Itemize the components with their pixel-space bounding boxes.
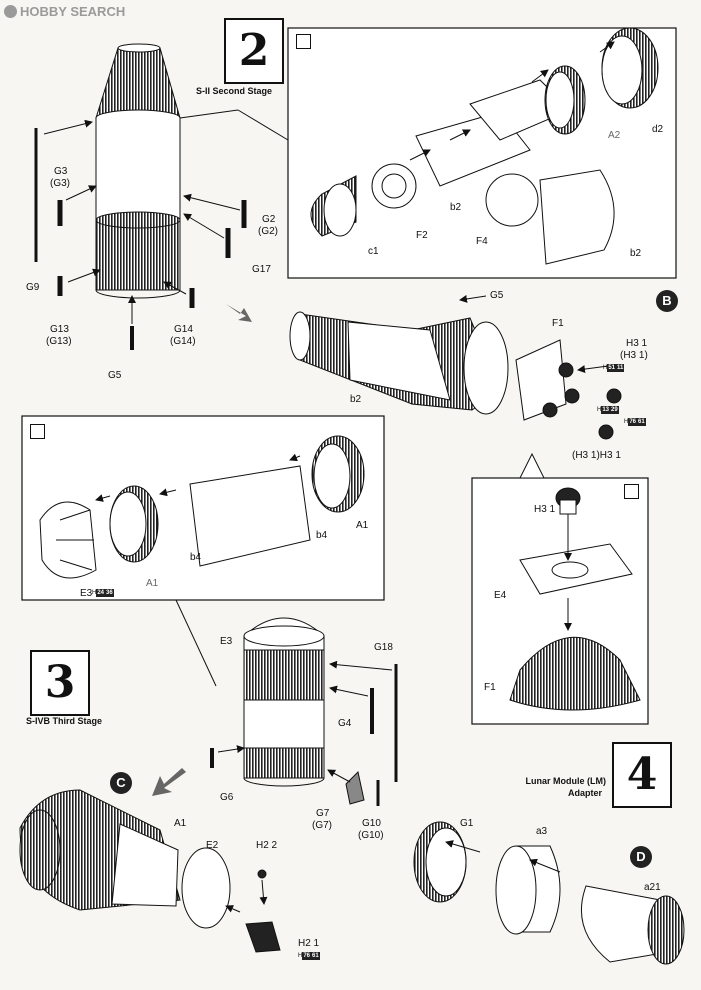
callout-d: D: [630, 846, 652, 868]
part-label: G5: [490, 290, 504, 301]
s2-arrows: [43, 119, 241, 324]
part-label: G2: [262, 214, 276, 225]
part-label: E3: [80, 588, 93, 599]
part-label: G13: [50, 324, 69, 335]
step-3-number: 3: [30, 650, 90, 716]
part-label: a3: [536, 826, 548, 837]
step-3-title: S-IVB Third Stage: [26, 716, 103, 726]
glue-pin-icon: [30, 424, 45, 439]
watermark-icon: [4, 5, 17, 18]
part-label: G6: [220, 792, 234, 803]
s2-detail-parts: [310, 27, 659, 265]
part-label: H3 1: [626, 338, 648, 349]
c-assembly: [19, 789, 281, 953]
part-label: H2 2: [256, 840, 278, 851]
part-label: G10: [362, 818, 381, 829]
next-step-arrow-1: [226, 304, 252, 322]
step-4-number: 4: [612, 742, 672, 808]
watermark-text: HOBBY SEARCH: [20, 4, 126, 19]
part-label: G7: [316, 808, 330, 819]
part-label: (G13): [46, 336, 72, 347]
part-label: (H3 1)H3 1: [572, 450, 621, 461]
part-label: (H3 1): [620, 350, 648, 361]
part-label: (G2): [258, 226, 278, 237]
step-2-title: S-II Second Stage: [196, 86, 273, 96]
part-label: G3: [54, 166, 68, 177]
part-label: a21: [644, 882, 661, 893]
part-label: E2: [206, 840, 219, 851]
step-2-number: 2: [224, 18, 284, 84]
part-label: (G10): [358, 830, 384, 841]
part-label: c1: [368, 246, 379, 257]
part-label: b4: [190, 552, 202, 563]
s3-stage-body: [210, 617, 398, 806]
part-label: A1: [356, 520, 369, 531]
part-label: d2: [652, 124, 664, 135]
part-label: (G14): [170, 336, 196, 347]
callout-c: C: [110, 772, 132, 794]
part-label: F4: [476, 236, 488, 247]
glue-pin-icon: [624, 484, 639, 499]
part-label: b4: [316, 530, 328, 541]
part-label: b2: [630, 248, 642, 259]
part-label: H3 1: [534, 504, 556, 515]
b-detail-parts: [509, 487, 641, 711]
part-label: G17: [252, 264, 271, 275]
part-label: A1: [146, 578, 159, 589]
part-label: G18: [374, 642, 393, 653]
part-label: F1: [552, 318, 564, 329]
s2-stage-body: [34, 43, 247, 350]
b-assembly: [289, 311, 622, 440]
part-label: A2: [608, 130, 621, 141]
glue-pin-icon: [296, 34, 311, 49]
part-label: G4: [338, 718, 352, 729]
part-label: G5: [108, 370, 122, 381]
part-label: E4: [494, 590, 507, 601]
step-4-title: Lunar Module (LM): [525, 776, 607, 786]
part-label: G1: [460, 818, 474, 829]
part-label: G9: [26, 282, 40, 293]
next-step-arrow-2: [152, 768, 186, 796]
part-label: b2: [450, 202, 462, 213]
part-label: b2: [350, 394, 362, 405]
step-4-subtitle: Adapter: [567, 788, 602, 798]
part-label: F1: [484, 682, 496, 693]
callout-b: B: [656, 290, 678, 312]
watermark-logo: HOBBY SEARCH: [4, 4, 125, 20]
part-label: E3: [220, 636, 233, 647]
part-label: A1: [174, 818, 187, 829]
part-label: (G3): [50, 178, 70, 189]
part-label: G14: [174, 324, 193, 335]
part-label: (G7): [312, 820, 332, 831]
part-label: F2: [416, 230, 428, 241]
d-assembly: [413, 821, 685, 965]
part-label: H2 1: [298, 938, 320, 949]
s3-detail-parts: [39, 435, 365, 579]
